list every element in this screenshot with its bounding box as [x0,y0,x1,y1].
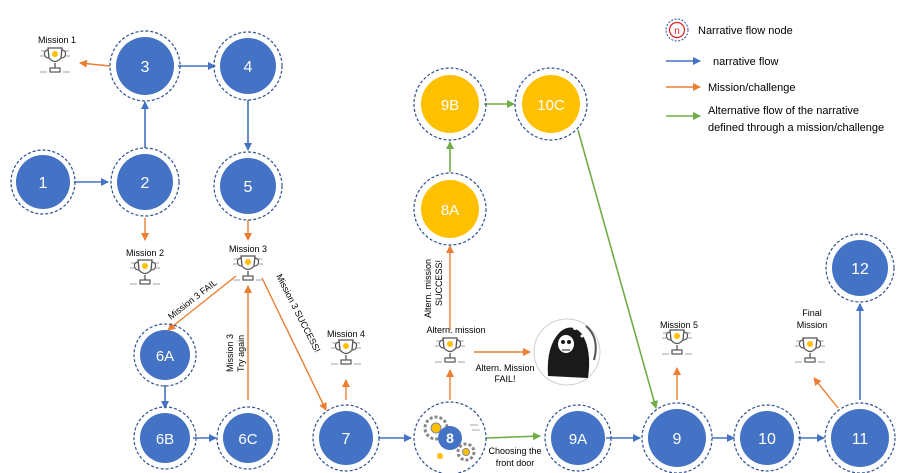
node-1-label: 1 [39,175,48,192]
reaper-fail-icon [533,318,601,386]
mission3-retry-label-line1: Mission 3 [225,334,235,372]
mission-edges [79,59,839,411]
node-9a: 9A [544,404,612,472]
node-9a-label: 9A [569,431,587,448]
alt-success-label-line1: Altern. mission [423,259,433,318]
mission-3-trophy-icon [232,255,264,281]
node-6a-label: 6A [156,348,174,365]
edge-10c-9 [577,129,658,409]
legend-flow-label: narrative flow [713,56,778,68]
missions: Mission 1 Mission 2 Mission 3 Mission 4 … [38,35,828,365]
legend-alt-label-line2: defined through a mission/challenge [708,122,884,134]
node-11-label: 11 [852,431,869,448]
legend-node-icon: n [665,18,689,42]
final-mission-trophy-icon [794,337,826,363]
alt-success-label-line2: SUCCESS! [434,260,444,306]
legend-mission-label: Mission/challenge [708,82,795,94]
mission-1-trophy-icon [39,47,71,73]
alt-fail-label-line1: Altern. Mission [475,363,534,373]
node-7-label: 7 [342,431,351,448]
node-3-label: 3 [141,59,150,76]
choosing-door-label-line2: front door [496,458,535,468]
node-6c: 6C [216,406,280,470]
edge-mission3-fail-6a [167,275,237,331]
node-9b: 9B [413,67,487,141]
alt-mission-label: Altern. mission [426,325,485,335]
node-9: 9 [641,402,713,473]
alt-fail-label-line2: FAIL! [494,374,515,384]
node-6c-label: 6C [238,431,257,448]
alt-mission-trophy-icon [434,337,466,363]
node-11: 11 [824,402,896,473]
mission-1-label: Mission 1 [38,35,76,45]
mission3-fail-label: Mission 3 FAIL [166,277,219,321]
node-9-label: 9 [673,431,682,448]
node-8-label: 8 [446,430,454,446]
legend-node-symbol: n [674,26,680,37]
node-3: 3 [109,30,181,102]
node-12: 12 [825,233,895,303]
node-2-label: 2 [141,175,150,192]
mission-2-label: Mission 2 [126,248,164,258]
node-4: 4 [213,31,283,101]
node-4-label: 4 [244,59,253,76]
mission3-retry-label-line2: Try again [236,335,246,372]
node-6a: 6A [133,323,197,387]
node-8: 8 [413,401,487,473]
alternative-flow-edges [446,100,658,441]
node-8a-label: 8A [441,202,459,219]
narrative-flow-edges [74,62,864,442]
final-mission-label-line2: Mission [797,320,828,330]
legend-alt-label-line1: Alternative flow of the narrative [708,105,859,117]
node-1: 1 [10,149,76,215]
mission3-success-label: Mission 3 SUCCESS! [274,272,322,354]
node-5-label: 5 [244,179,253,196]
edge-mission3-success-7 [261,277,327,411]
choosing-door-label-line1: Choosing the [488,446,541,456]
mission-3-label: Mission 3 [229,244,267,254]
node-12-label: 12 [851,261,869,278]
edge-3-mission1 [79,59,111,68]
mission-5-label: Mission 5 [660,320,698,330]
node-8a: 8A [413,172,487,246]
node-2: 2 [110,147,180,217]
mission-5-trophy-icon [661,329,693,355]
final-mission-label-line1: Final [802,308,822,318]
node-6b: 6B [133,406,197,470]
edge-11-final-mission [813,377,839,409]
node-10-label: 10 [758,431,776,448]
node-10: 10 [733,404,801,472]
node-7: 7 [312,404,380,472]
node-5: 5 [213,151,283,221]
node-9b-label: 9B [441,97,459,114]
node-6b-label: 6B [156,431,174,448]
nodes: 1 2 3 4 5 6A 6B 6C 7 8 8A 9B 10C 9A [10,30,896,473]
mission-4-label: Mission 4 [327,329,365,339]
mission-4-trophy-icon [330,339,362,365]
legend: n Narrative flow node narrative flow Mis… [665,18,884,134]
mission-2-trophy-icon [129,259,161,285]
node-10c: 10C [514,67,588,141]
legend-node-label: Narrative flow node [698,25,793,37]
edge-8-9a [485,432,541,441]
node-10c-label: 10C [537,97,565,114]
